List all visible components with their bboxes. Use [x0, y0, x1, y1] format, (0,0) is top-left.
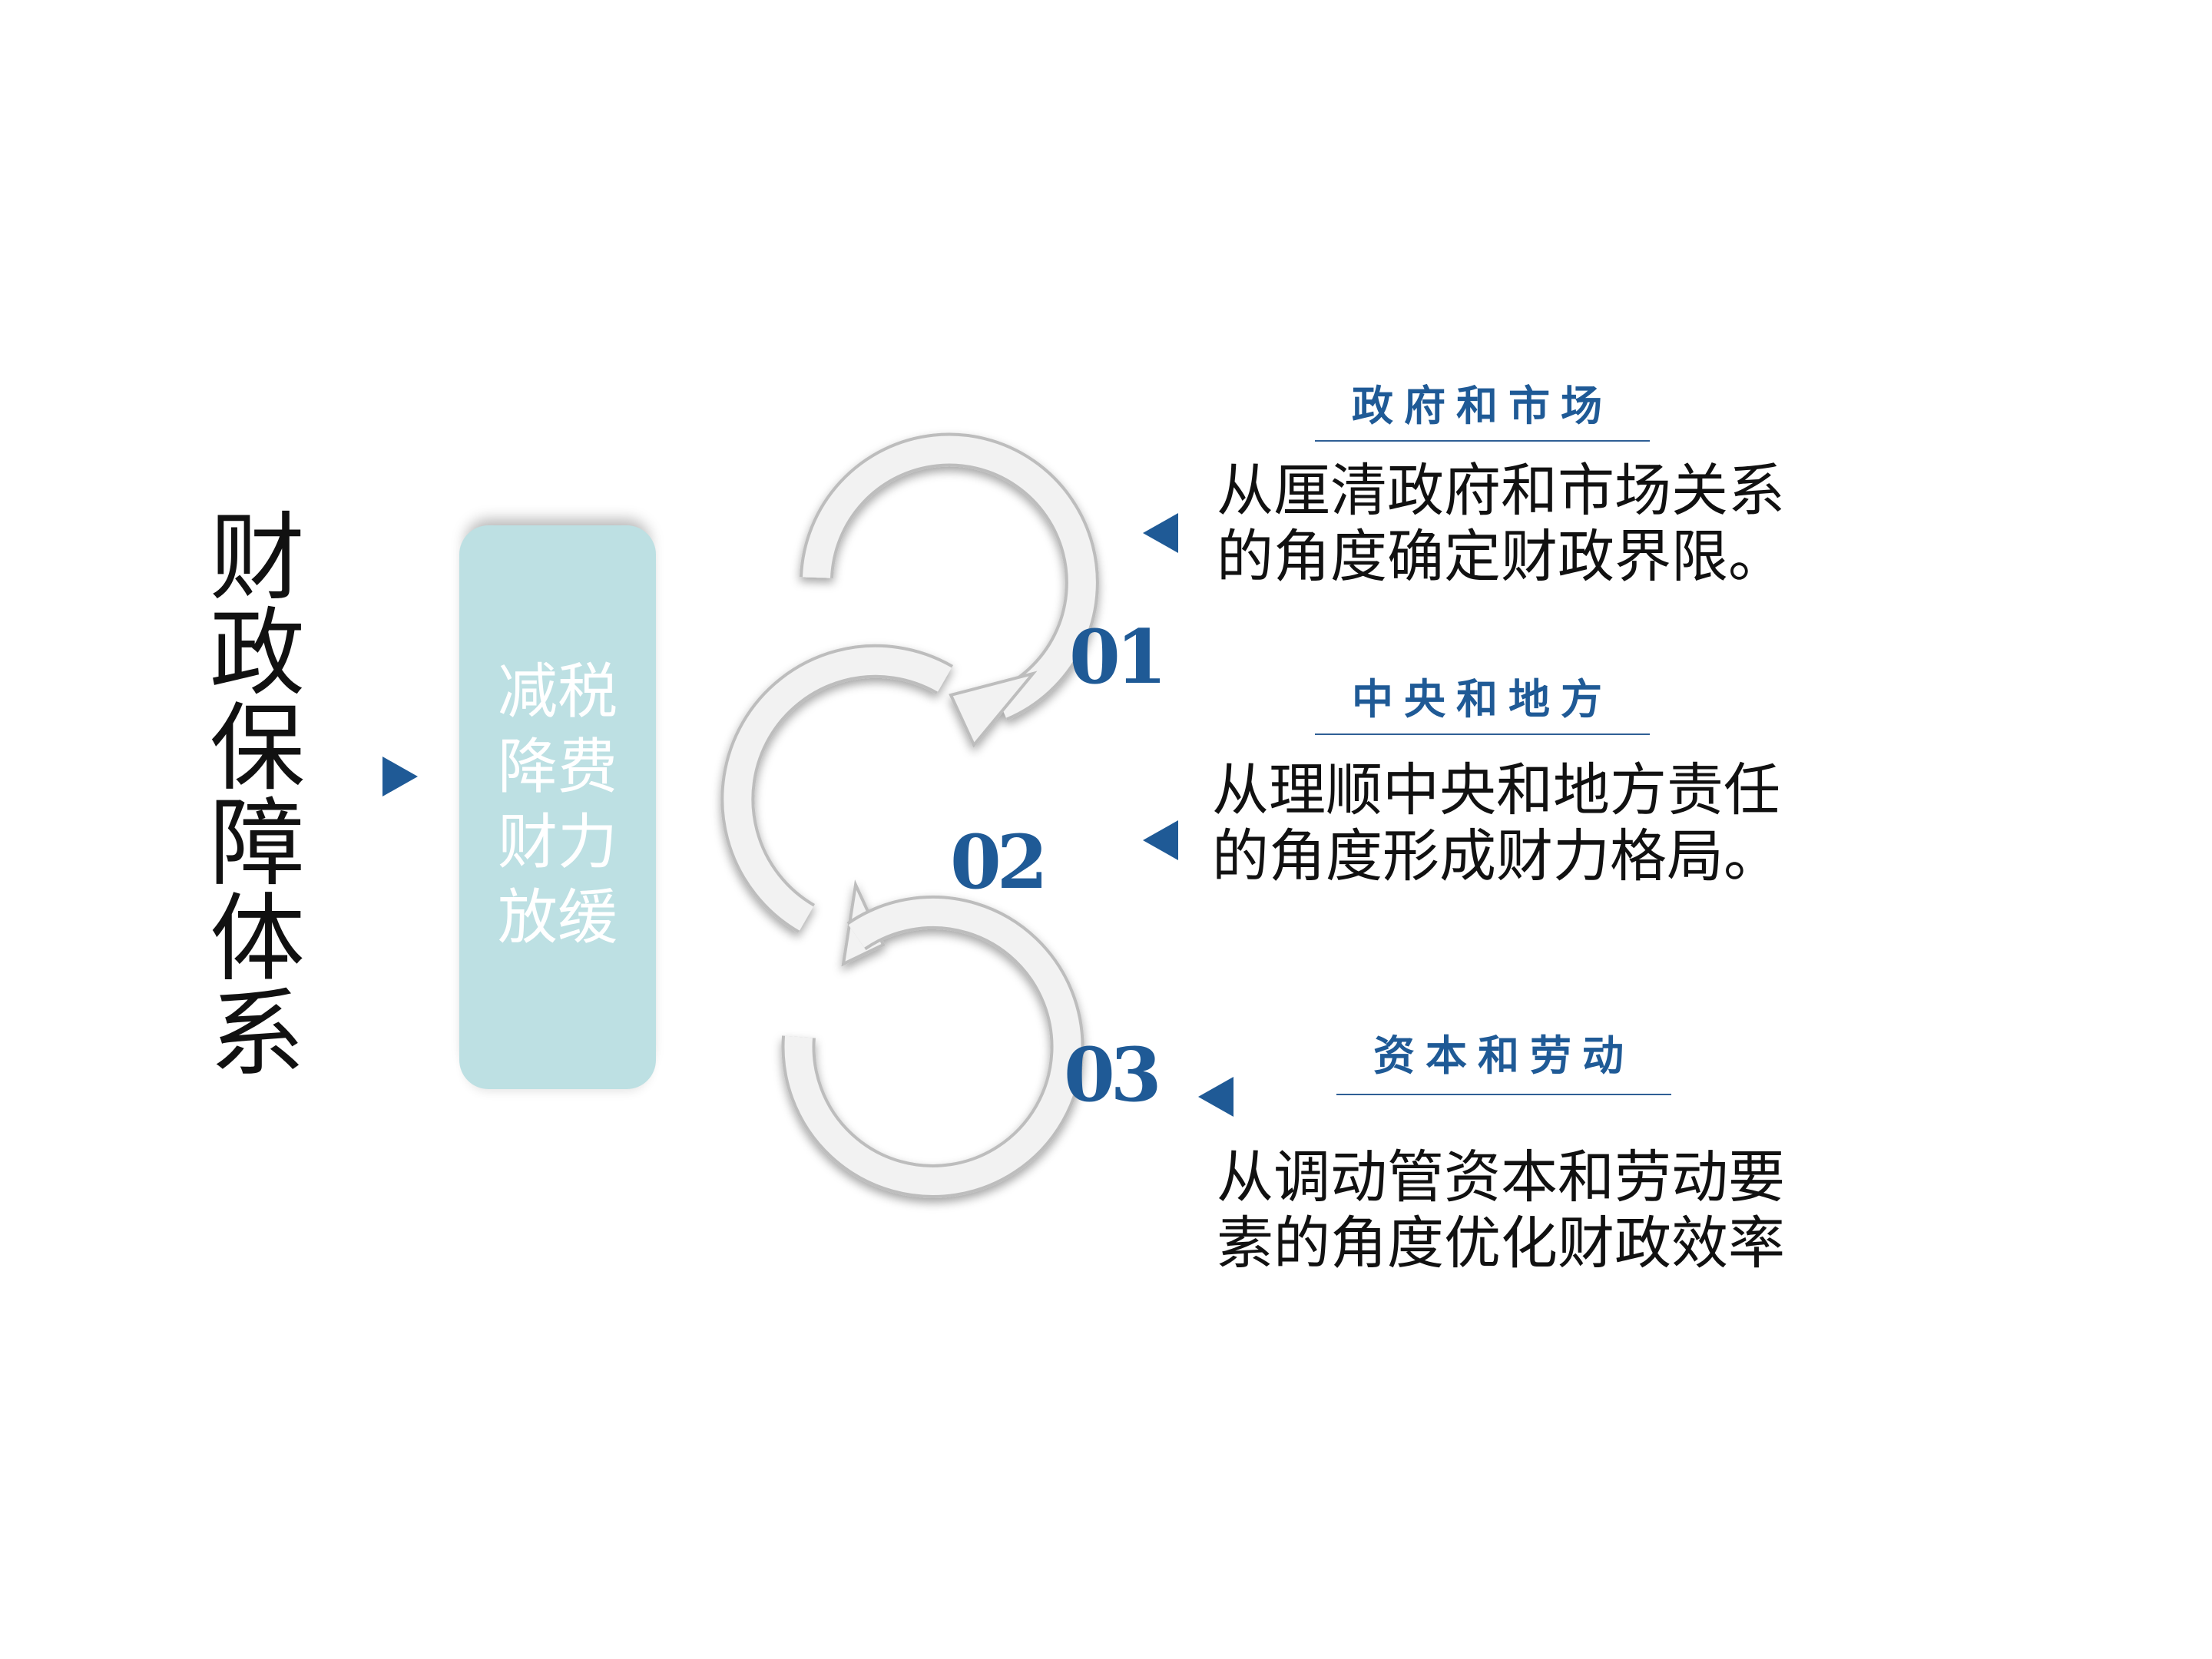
triangle-right-icon — [382, 757, 418, 796]
section-description-line: 的角度确定财政界限。 — [1217, 524, 1785, 590]
section-description-2: 从理顺中央和地方责任 的角度形成财力格局。 — [1212, 757, 1780, 889]
step-number-01: 01 — [1069, 614, 1167, 700]
center-box — [459, 525, 656, 1089]
section-description-line: 从理顺中央和地方责任 — [1212, 757, 1780, 823]
main-title: 财政保障体系 — [193, 507, 303, 1078]
section-description-line: 从调动管资本和劳动要 — [1217, 1144, 1785, 1210]
center-box-text: 减税降费财力放缓 — [497, 657, 618, 952]
section-divider — [1315, 440, 1650, 442]
curved-arrow-head-1 — [949, 671, 1038, 748]
triangle-left-icon — [1198, 1077, 1233, 1117]
step-number-03: 03 — [1064, 1031, 1162, 1118]
triangle-left-icon — [1143, 820, 1178, 860]
section-divider — [1336, 1094, 1671, 1095]
step-number-02: 02 — [950, 819, 1048, 906]
section-description-1: 从厘清政府和市场关系 的角度确定财政界限。 — [1217, 458, 1785, 590]
section-title-3: 资本和劳动 — [1373, 1031, 1634, 1080]
triangle-left-icon — [1143, 513, 1178, 553]
section-description-3: 从调动管资本和劳动要 素的角度优化财政效率 — [1217, 1144, 1785, 1277]
section-description-line: 素的角度优化财政效率 — [1217, 1210, 1785, 1277]
section-description-line: 从厘清政府和市场关系 — [1217, 458, 1785, 524]
section-title-1: 政府和市场 — [1352, 381, 1613, 430]
section-title-2: 中央和地方 — [1352, 674, 1613, 724]
section-description-line: 的角度形成财力格局。 — [1212, 823, 1780, 889]
section-divider — [1315, 733, 1650, 735]
